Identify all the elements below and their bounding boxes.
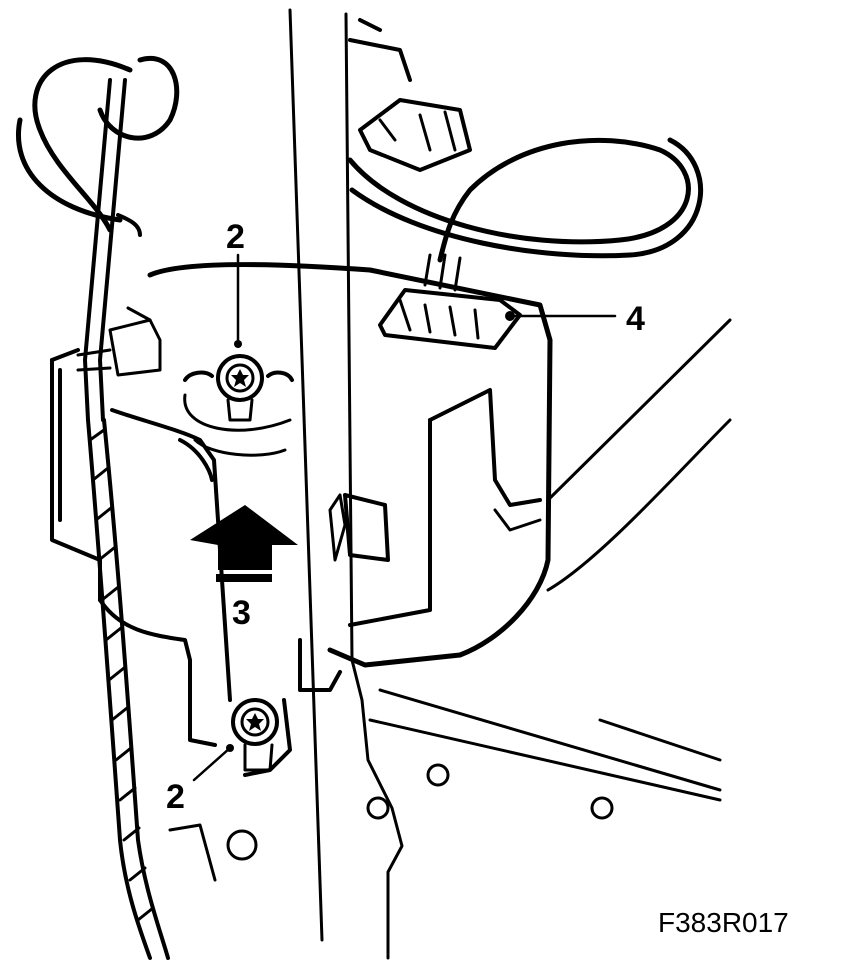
leader-lines: [192, 253, 617, 782]
wiring-harness-right: [347, 18, 704, 263]
connector: [378, 253, 522, 350]
screw-bottom: [231, 698, 279, 772]
pillar: [288, 8, 404, 960]
callout-label-screw-bottom: 2: [166, 778, 185, 816]
figure-reference-code: F383R017: [658, 907, 789, 938]
body-panel: [168, 318, 732, 882]
screw-top: [183, 354, 294, 457]
callout-label-direction-arrow: 3: [232, 594, 251, 632]
direction-arrow: [190, 505, 298, 582]
callout-label-connector: 4: [626, 300, 645, 338]
module-bracket: [50, 262, 553, 777]
wiring-harness-left: [16, 55, 180, 960]
callout-label-screw-top: 2: [226, 218, 245, 256]
